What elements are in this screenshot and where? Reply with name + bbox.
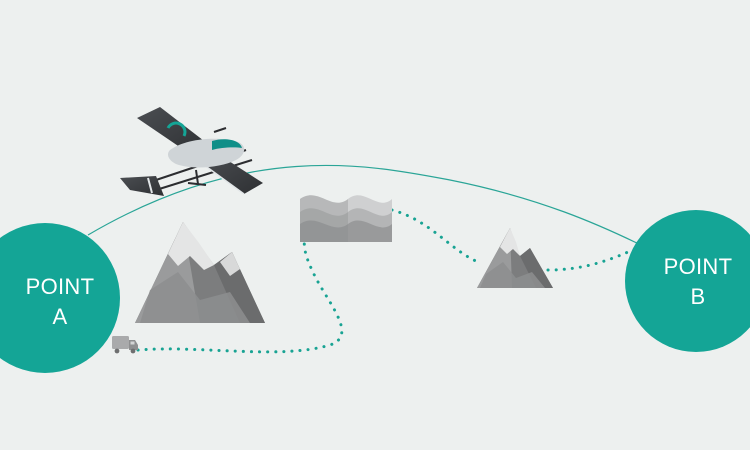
point-a-line2: A xyxy=(52,304,68,329)
point-b-line2: B xyxy=(690,284,706,309)
mountain-small-icon xyxy=(477,228,553,288)
point-b-line1: POINT xyxy=(663,254,733,279)
point-a-label: POINT A xyxy=(0,264,94,332)
delivery-truck-icon xyxy=(112,336,138,354)
mountain-large-icon xyxy=(135,222,265,323)
ground-route-path xyxy=(136,208,630,354)
point-a-line1: POINT xyxy=(25,274,95,299)
drone-flight-path xyxy=(87,164,644,247)
point-b-label: POINT B xyxy=(660,250,733,312)
water-waves-icon xyxy=(300,195,392,242)
point-a-circle: POINT A xyxy=(0,223,120,373)
point-b-circle: POINT B xyxy=(625,210,750,352)
fixed-wing-drone-icon xyxy=(120,107,263,196)
